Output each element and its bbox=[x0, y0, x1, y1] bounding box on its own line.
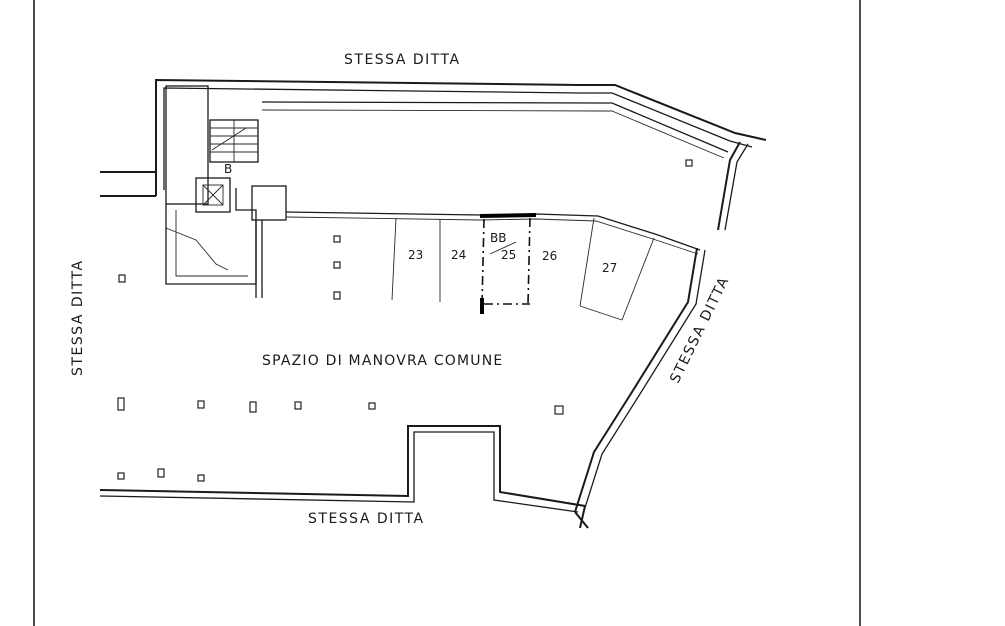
right-street-label: STESSA DITTA bbox=[667, 274, 732, 386]
box-row-wall bbox=[285, 211, 701, 255]
stair-core: B bbox=[165, 85, 259, 205]
box-labels: 23 24 BB 25 26 27 bbox=[408, 231, 617, 275]
box-label: 24 bbox=[451, 248, 466, 262]
page-frame bbox=[33, 0, 861, 626]
common-area-label: SPAZIO DI MANOVRA COMUNE bbox=[262, 353, 503, 369]
stair-label: B bbox=[224, 162, 232, 176]
pillars bbox=[117, 159, 693, 482]
box-label: 26 bbox=[542, 249, 557, 263]
box-label: BB bbox=[490, 231, 506, 245]
service-rooms bbox=[165, 185, 287, 298]
left-street-label: STESSA DITTA bbox=[70, 259, 86, 376]
lift-shaft bbox=[195, 177, 231, 213]
bottom-street-label: STESSA DITTA bbox=[308, 511, 425, 527]
box-sublabel: 25 bbox=[501, 248, 516, 262]
box-dividers bbox=[391, 217, 655, 321]
perimeter-walls bbox=[99, 78, 767, 529]
top-street-label: STESSA DITTA bbox=[344, 52, 461, 68]
box-label: 27 bbox=[602, 261, 617, 275]
box-label: 23 bbox=[408, 248, 423, 262]
